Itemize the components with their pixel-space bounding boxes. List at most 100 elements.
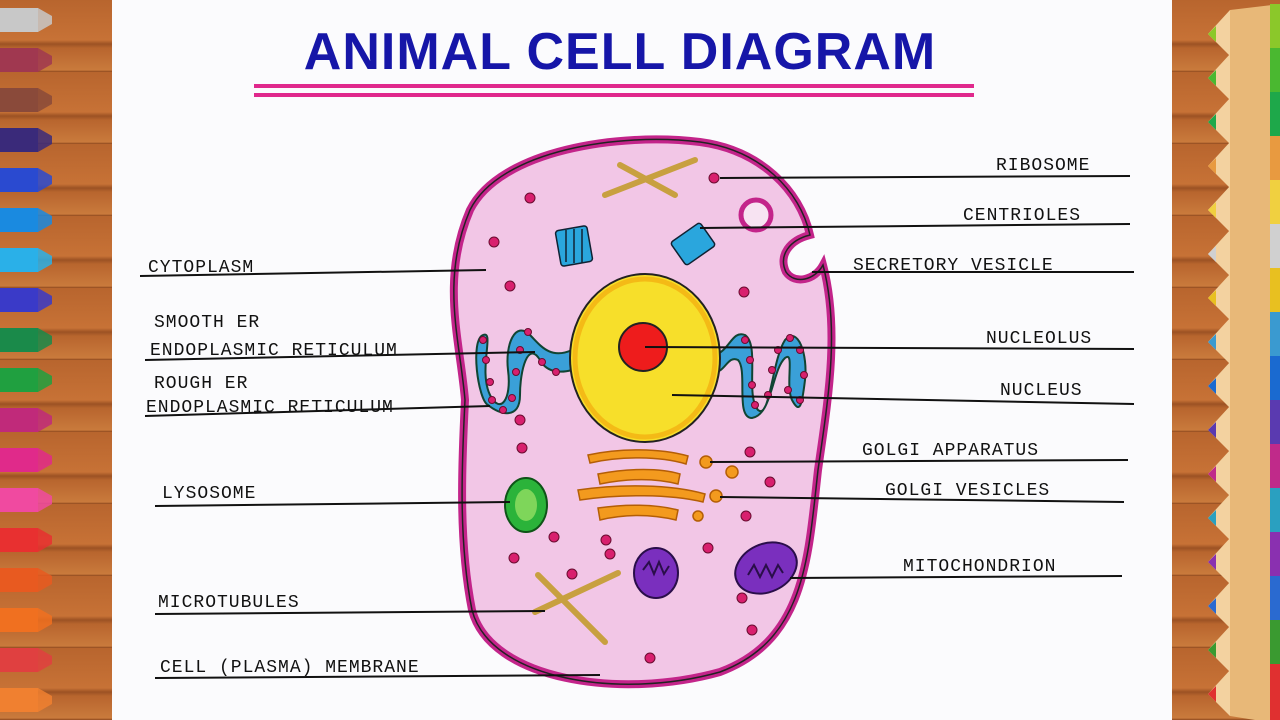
golgi-vesicles	[692, 455, 739, 522]
ribosome-dot	[786, 334, 794, 342]
endoplasmic-reticulum-left	[475, 329, 573, 415]
ribosome-dot	[516, 442, 528, 454]
ribosome-dot	[764, 476, 776, 488]
ribosome-dot	[702, 542, 714, 554]
pencil	[1208, 180, 1280, 240]
ribosome-dot	[736, 592, 748, 604]
microtubules	[532, 570, 621, 645]
wood-background-left	[0, 0, 112, 720]
pencil	[0, 168, 52, 192]
ribosome-dot	[482, 356, 490, 364]
ribosome-dot	[486, 378, 494, 386]
pencil	[1208, 488, 1280, 548]
pencil	[0, 208, 52, 232]
pencil	[1208, 268, 1280, 328]
ribosomes	[488, 172, 776, 664]
ribosome-dot	[784, 386, 792, 394]
leader-lines	[139, 175, 1135, 679]
pencil	[0, 288, 52, 312]
page-title: ANIMAL CELL DIAGRAM	[303, 23, 937, 81]
label-cell-membrane: CELL (PLASMA) MEMBRANE	[160, 658, 420, 678]
ribosome-dot	[514, 414, 526, 426]
pencil	[0, 48, 52, 72]
pencil	[0, 248, 52, 272]
pencil	[1208, 532, 1280, 592]
label-smooth-er: SMOOTH ER	[154, 313, 260, 333]
pencil	[1208, 664, 1280, 720]
ribosome-dot	[508, 394, 516, 402]
ribosome-dot	[738, 286, 750, 298]
ribosome-dot	[768, 366, 776, 374]
endoplasmic-reticulum-right	[714, 333, 807, 420]
ribosome-dot	[488, 396, 496, 404]
pencil	[0, 568, 52, 592]
pencil	[1208, 620, 1280, 680]
colored-pencils-right	[1208, 4, 1280, 720]
pencil	[0, 88, 52, 112]
pencil	[0, 328, 52, 352]
label-centrioles: CENTRIOLES	[963, 206, 1081, 226]
ribosome-dot	[604, 548, 616, 560]
ribosome-dot	[524, 192, 536, 204]
label-cytoplasm: CYTOPLASM	[148, 258, 254, 278]
label-rough-er: ROUGH ER	[154, 374, 248, 394]
centriole-barrels	[554, 222, 716, 267]
ribosome-dot	[644, 652, 656, 664]
ribosome-dot	[800, 371, 808, 379]
diagram-labels: RIBOSOME CENTRIOLES SECRETORY VESICLE CY…	[146, 156, 1092, 678]
pencil	[0, 688, 52, 712]
ribosome-dot	[566, 568, 578, 580]
golgi-apparatus	[577, 449, 706, 521]
ribosome-dot	[744, 446, 756, 458]
label-golgi-vesicles: GOLGI VESICLES	[885, 481, 1050, 501]
label-ribosome: RIBOSOME	[996, 156, 1090, 176]
label-microtubules: MICROTUBULES	[158, 593, 300, 613]
ribosome-dot	[524, 328, 532, 336]
label-nucleolus: NUCLEOLUS	[986, 329, 1092, 349]
label-rough-er-long: ENDOPLASMIC RETICULUM	[146, 398, 394, 418]
label-nucleus: NUCLEUS	[1000, 381, 1083, 401]
pencil	[0, 608, 52, 632]
pencil	[0, 8, 52, 32]
ribosome-dot	[538, 358, 546, 366]
label-golgi-apparatus: GOLGI APPARATUS	[862, 441, 1039, 461]
pencil	[0, 128, 52, 152]
pencil	[1208, 48, 1280, 108]
ribosome-dot	[600, 534, 612, 546]
pencil	[1208, 312, 1280, 372]
pencil	[1208, 4, 1280, 64]
ribosome-dot	[548, 531, 560, 543]
ribosome-dot	[748, 381, 756, 389]
ribosome-dot	[751, 401, 759, 409]
pencil	[1208, 92, 1280, 152]
top-microtubules	[602, 157, 698, 198]
title-underline	[254, 84, 974, 97]
ribosome-dot	[740, 510, 752, 522]
ribosome-dot	[552, 368, 560, 376]
pencil	[0, 648, 52, 672]
pencil	[0, 368, 52, 392]
colored-pencils-left	[0, 8, 52, 712]
ribosome-dot	[488, 236, 500, 248]
pencil	[0, 408, 52, 432]
ribosome-dot	[746, 356, 754, 364]
pencil	[1208, 444, 1280, 504]
ribosome-dot	[479, 336, 487, 344]
ribosome-dot	[746, 624, 758, 636]
pencil	[0, 528, 52, 552]
pencil	[0, 448, 52, 472]
ribosome-dot	[741, 336, 749, 344]
pencil	[1208, 576, 1280, 636]
label-mitochondrion: MITOCHONDRION	[903, 557, 1056, 577]
label-smooth-er-long: ENDOPLASMIC RETICULUM	[150, 341, 398, 361]
ribosome-dot	[508, 552, 520, 564]
pencil	[0, 488, 52, 512]
ribosome-dot	[499, 406, 507, 414]
ribosome-dot	[504, 280, 516, 292]
ribosome-dot	[708, 172, 720, 184]
pencil	[1208, 356, 1280, 416]
pencil	[1208, 136, 1280, 196]
label-secretory-vesicle: SECRETORY VESICLE	[853, 256, 1054, 276]
secretory-vesicle-ring	[738, 197, 774, 233]
